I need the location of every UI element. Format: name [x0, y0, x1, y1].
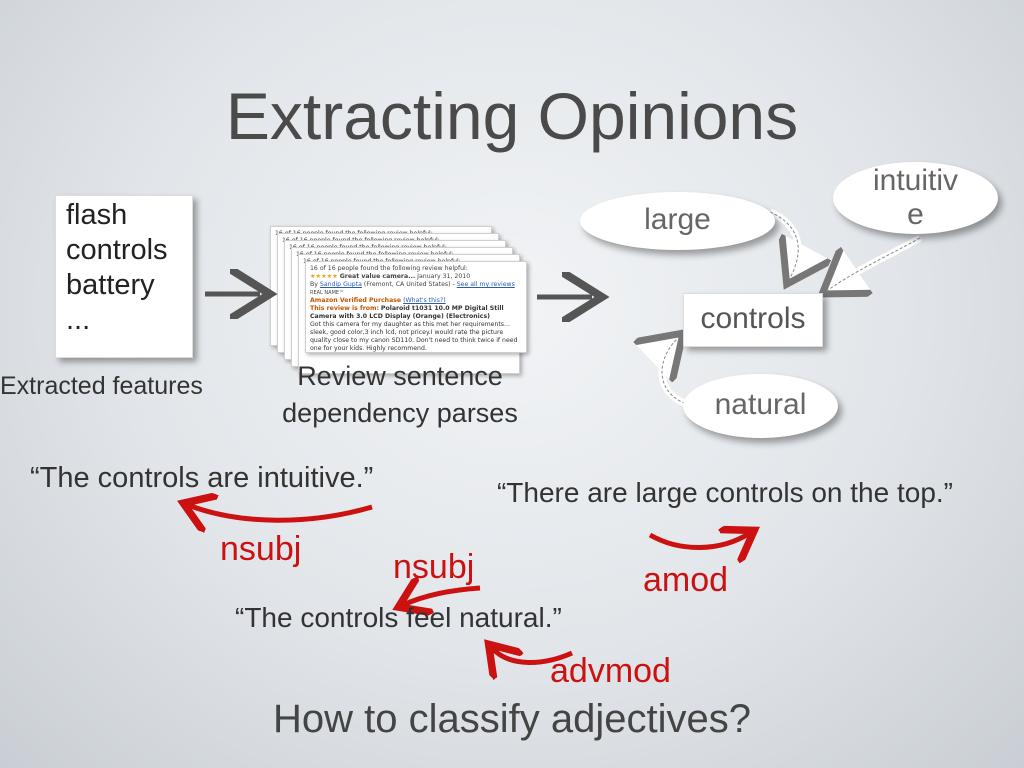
nsubj-arrow-2-icon	[403, 588, 481, 605]
parses-caption: Review sentence dependency parses	[250, 358, 550, 432]
adjective-oval-intuitive: intuitiv e	[833, 162, 998, 234]
review-product: Polaroid t1031 10.0 MP Digital Still Cam…	[310, 305, 504, 320]
whats-this-link[interactable]: (What's this?)	[403, 297, 446, 304]
natural-to-controls-arrow-icon	[662, 338, 692, 409]
adjective-oval-natural: natural	[683, 374, 838, 438]
closing-question: How to classify adjectives?	[273, 697, 751, 741]
features-caption: Extracted features	[0, 372, 203, 400]
slide-title: Extracting Opinions	[225, 79, 799, 153]
real-name-badge: REAL NAME™	[310, 290, 345, 296]
parses-caption-line: Review sentence	[297, 361, 503, 391]
feature-item: ...	[66, 304, 91, 336]
oval-intuitive-line: e	[907, 198, 924, 231]
review-date: January 31, 2010	[417, 273, 471, 280]
dependency-label-amod: amod	[643, 561, 729, 599]
review-body: Got this camera for my daughter as this …	[310, 321, 518, 352]
nsubj-arrow-1-icon	[188, 505, 373, 520]
verified-purchase-label: Amazon Verified Purchase	[310, 297, 402, 304]
review-title: Great value camera...	[339, 273, 416, 280]
example-sentence-3: “The controls feel natural.”	[235, 602, 562, 633]
parses-caption-line: dependency parses	[282, 398, 518, 428]
feature-item: battery	[66, 269, 155, 301]
dependency-label-nsubj-2: nsubj	[393, 548, 475, 586]
review-author-link[interactable]: Sandip Gupta	[319, 281, 362, 288]
extracted-features-box: flash controls battery ...	[55, 195, 193, 358]
example-sentence-2: “There are large controls on the top.”	[496, 477, 953, 508]
star-rating-icon: ★★★★★	[310, 273, 338, 280]
feature-item: controls	[66, 234, 168, 266]
amod-arrow-icon	[648, 533, 750, 548]
review-by: By	[310, 281, 318, 288]
review-helpful-text: 16 of 16 people found the following revi…	[310, 265, 468, 272]
oval-intuitive-line: intuitiv	[872, 164, 959, 197]
feature-item: flash	[66, 199, 128, 231]
see-all-reviews-link[interactable]: See all my reviews	[456, 281, 515, 288]
dependency-label-nsubj-1: nsubj	[220, 530, 302, 568]
review-location: (Fremont, CA United States) -	[363, 281, 455, 288]
example-sentence-1: “The controls are intuitive.”	[30, 462, 374, 494]
dependency-label-advmod: advmod	[550, 652, 671, 690]
adjective-oval-large: large	[580, 192, 775, 250]
review-card-front: 16 of 16 people found the following revi…	[305, 261, 527, 353]
controls-feature-box: controls	[683, 293, 823, 347]
advmod-arrow-icon	[492, 648, 574, 663]
review-from-label: This review is from:	[310, 305, 379, 312]
